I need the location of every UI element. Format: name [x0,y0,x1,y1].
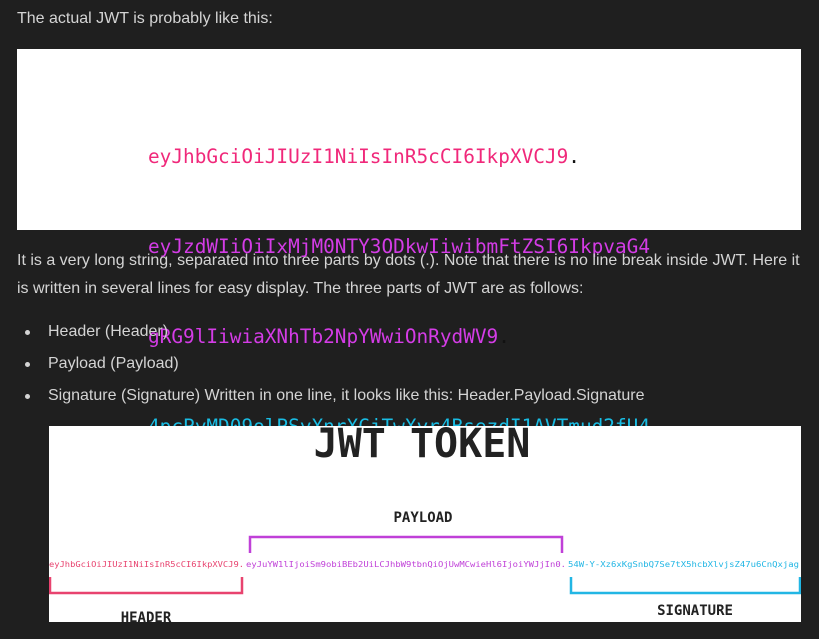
list-item-label: Signature (Signature) Written in one lin… [48,387,645,404]
list-item-label: Header (Header) [48,323,169,340]
jwt-code-block: eyJhbGciOiJIUzI1NiIsInR5cCI6IkpXVCJ9. ey… [17,49,801,438]
list-item-label: Payload (Payload) [48,355,179,372]
bullet-icon [25,330,30,335]
payload-token: eyJuYW1lIjoiSm9obiBEb2UiLCJhbW9tbnQiOjUw… [246,560,566,569]
jwt-line-2-text: eyJzdWIiOiIxMjM0NTY3ODkwIiwibmFtZSI6Ikpv… [148,235,650,258]
description-text: It is a very long string, separated into… [17,252,800,297]
bullet-icon [25,394,30,399]
jwt-line-1-text: eyJhbGciOiJIUzI1NiIsInR5cCI6IkpXVCJ9 [148,145,569,168]
list-item-signature: Signature (Signature) Written in one lin… [0,382,644,414]
jwt-dot: . [498,325,510,348]
intro-text: The actual JWT is probably like this: [17,10,273,27]
jwt-dot: . [568,145,580,168]
header-label: HEADER [121,610,172,622]
payload-bracket [248,535,564,553]
jwt-token-diagram: JWT TOKEN PAYLOAD eyJhbGciOiJIUzI1NiIsIn… [49,426,801,622]
jwt-line-3: gRG9lIiwiaXNhTb2NpYWwiOnRydWV9. [148,322,650,352]
signature-bracket [569,577,801,595]
list-item-header: Header (Header) [0,318,644,350]
signature-token: 54W-Y-Xz6xKgSnbQ7Se7tX5hcbXlvjsZ47u6CnQx… [568,560,799,569]
jwt-line-2: eyJzdWIiOiIxMjM0NTY3ODkwIiwibmFtZSI6Ikpv… [148,232,650,262]
header-bracket [49,577,244,595]
signature-label: SIGNATURE [657,603,733,619]
header-token: eyJhbGciOiJIUzI1NiIsInR5cCI6IkpXVCJ9. [49,560,244,569]
list-item-payload: Payload (Payload) [0,350,644,382]
jwt-code-lines: eyJhbGciOiJIUzI1NiIsInR5cCI6IkpXVCJ9. ey… [148,82,650,502]
jwt-line-1: eyJhbGciOiJIUzI1NiIsInR5cCI6IkpXVCJ9. [148,142,650,172]
jwt-line-3-text: gRG9lIiwiaXNhTb2NpYWwiOnRydWV9 [148,325,499,348]
payload-label: PAYLOAD [393,510,452,526]
parts-list: Header (Header) Payload (Payload) Signat… [0,318,644,414]
diagram-title: JWT TOKEN [314,426,531,467]
jwt-diagram-svg: JWT TOKEN PAYLOAD eyJhbGciOiJIUzI1NiIsIn… [49,426,801,622]
bullet-icon [25,362,30,367]
